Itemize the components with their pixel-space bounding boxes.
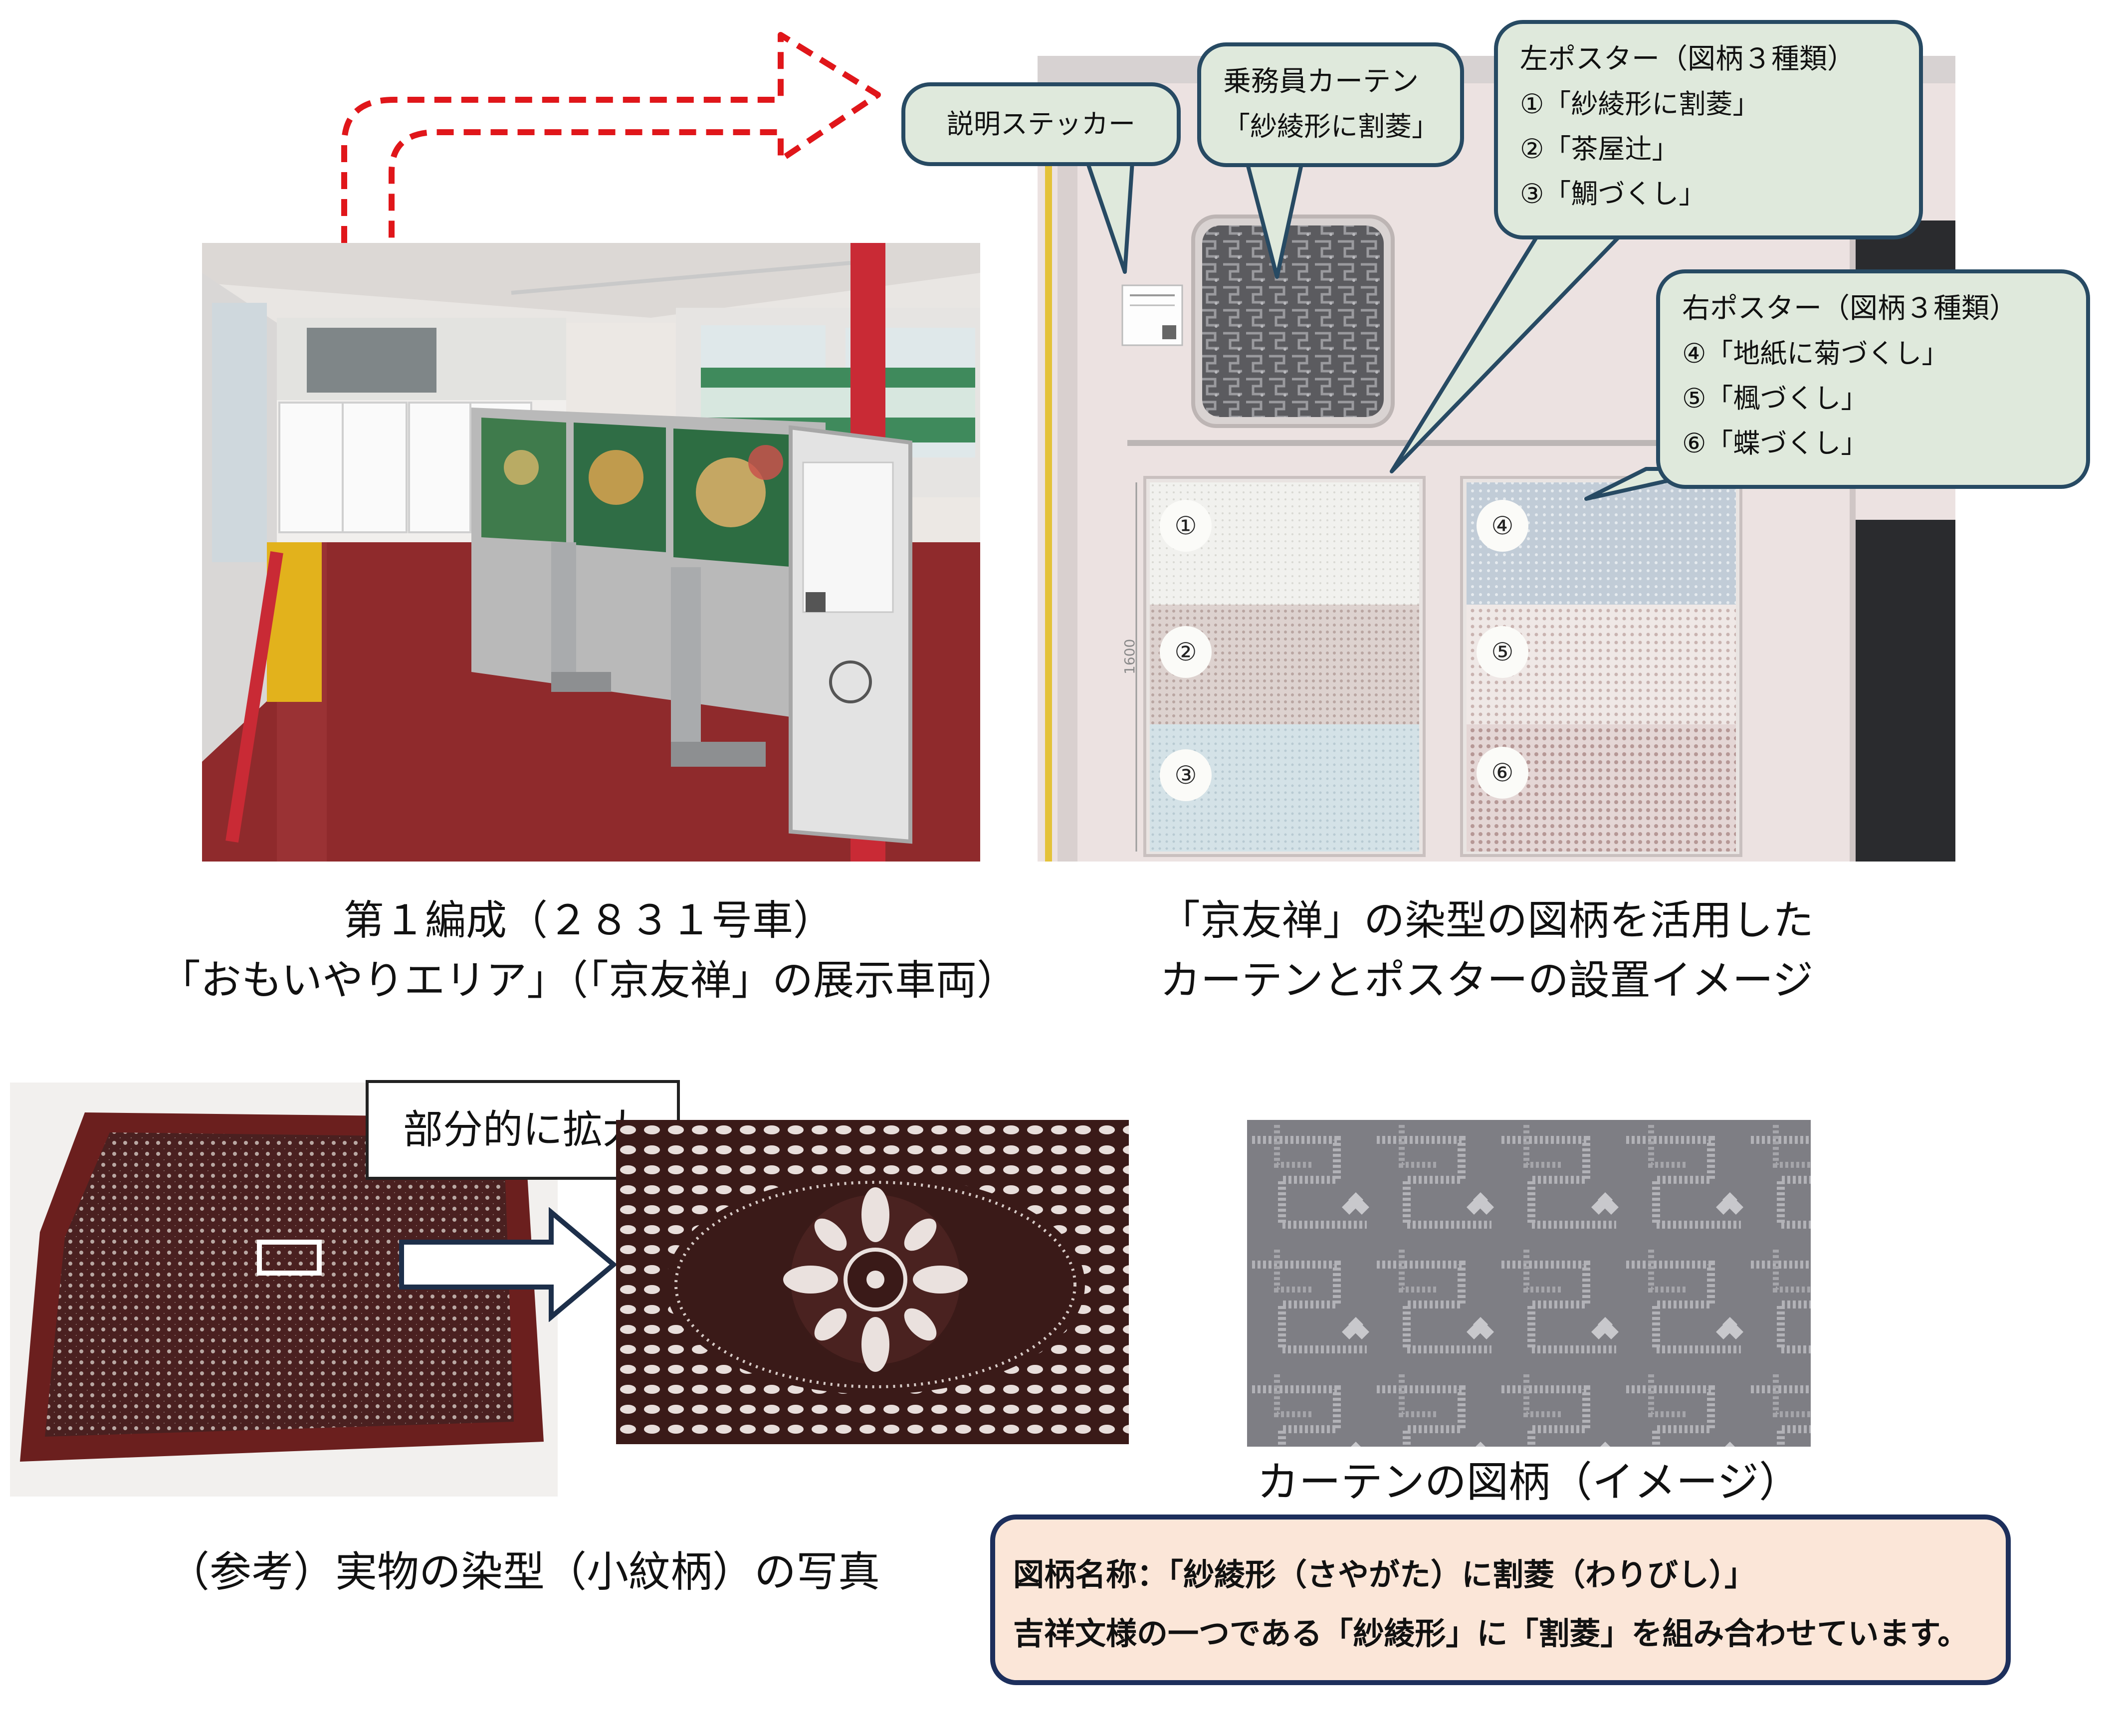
panel-number-3: ③: [1160, 749, 1212, 801]
panel-number-6: ⑥: [1477, 747, 1528, 799]
caption-stencil: （参考）実物の染型（小紋柄）の写真: [167, 1547, 880, 1596]
callout-curtain: 乗務員カーテン 「紗綾形に割菱」: [1197, 42, 1464, 167]
callout-right-poster-item: ⑥「蝶づくし」: [1682, 428, 1868, 459]
callout-sticker-label: 説明ステッカー: [947, 108, 1135, 140]
panel-number-1: ①: [1160, 500, 1212, 552]
panel-number-4: ④: [1477, 500, 1528, 552]
caption-render-line2: カーテンとポスターの設置イメージ: [1159, 957, 1814, 1004]
curtain-pattern-image: [1247, 1120, 1811, 1447]
callout-curtain-pattern: 「紗綾形に割菱」: [1223, 111, 1439, 142]
caption-interior-line1: 第１編成（２８３１号車）: [343, 897, 834, 944]
zoom-label: 部分的に拡大: [366, 1080, 680, 1180]
callout-left-poster-item: ③「鯛づくし」: [1520, 178, 1706, 210]
zoomed-stencil-photo: [616, 1120, 1129, 1444]
callout-right-poster-item: ④「地紙に菊づくし」: [1682, 338, 1949, 369]
callout-sticker: 説明ステッカー: [901, 82, 1181, 166]
train-interior-photo: [202, 243, 980, 862]
zoom-arrow-icon: [399, 1207, 618, 1322]
pattern-name-line: 図柄名称：「紗綾形（さやがた）に割菱（わりびし）」: [1013, 1556, 1756, 1593]
panel-number-2: ②: [1160, 626, 1212, 678]
pattern-description-line: 吉祥文様の一つである「紗綾形」に「割菱」を組み合わせています。: [1013, 1615, 1969, 1652]
caption-curtain-pattern: カーテンの図柄（イメージ）: [1257, 1458, 1801, 1507]
caption-interior-line2: 「おもいやりエリア」（「京友禅」の展示車両）: [159, 957, 1018, 1004]
callout-right-poster-item: ⑤「楓づくし」: [1682, 383, 1868, 414]
callout-right-poster-title: 右ポスター（図柄３種類）: [1682, 292, 2017, 325]
callout-curtain-title: 乗務員カーテン: [1223, 65, 1419, 98]
callout-left-poster-item: ②「茶屋辻」: [1520, 133, 1679, 165]
caption-render-line1: 「京友禅」の染型の図柄を活用した: [1159, 897, 1814, 944]
callout-right-poster: 右ポスター（図柄３種類） ④「地紙に菊づくし」 ⑤「楓づくし」 ⑥「蝶づくし」: [1656, 269, 2090, 489]
callout-left-poster-item: ①「紗綾形に割菱」: [1520, 88, 1760, 120]
callout-left-poster-title: 左ポスター（図柄３種類）: [1520, 43, 1855, 75]
callout-left-poster: 左ポスター（図柄３種類） ①「紗綾形に割菱」 ②「茶屋辻」 ③「鯛づくし」: [1494, 20, 1923, 239]
pattern-info-box: 図柄名称：「紗綾形（さやがた）に割菱（わりびし）」 吉祥文様の一つである「紗綾形…: [990, 1515, 2011, 1685]
panel-number-5: ⑤: [1477, 626, 1528, 678]
